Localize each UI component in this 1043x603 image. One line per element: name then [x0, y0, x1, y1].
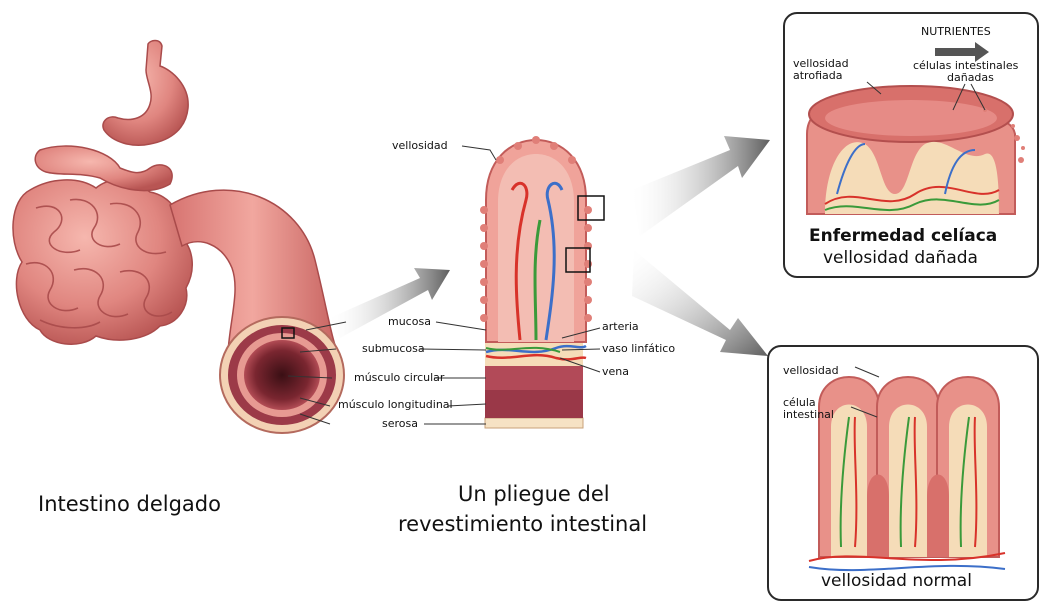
fold-caption-line2: revestimiento intestinal [398, 512, 647, 536]
normal-villus-caption: vellosidad normal [821, 571, 972, 591]
atrophied-villus-label-line2: atrofiada [793, 70, 842, 82]
villus-label: vellosidad [392, 140, 448, 152]
normal-villi-illustration [769, 347, 1037, 599]
intestine-cross-section [220, 317, 344, 433]
nutrients-label: NUTRIENTES [921, 26, 991, 38]
celiac-title: Enfermedad celíaca [809, 226, 997, 246]
arrow-to-normal [632, 250, 768, 356]
normal-villus-label: vellosidad [783, 365, 839, 377]
submucosa-label: submucosa [362, 343, 425, 355]
longitudinal-muscle-label: músculo longitudinal [338, 399, 453, 411]
intestinal-fold [480, 136, 604, 428]
lymph-vessel-label: vaso linfático [602, 343, 675, 355]
celiac-panel: NUTRIENTES vellosidad atrofiada células … [783, 12, 1039, 278]
celiac-subtitle: vellosidad dañada [823, 248, 978, 268]
damaged-cells-label-line2: dañadas [947, 72, 994, 84]
mucosa-label: mucosa [388, 316, 431, 328]
serosa-label: serosa [382, 418, 418, 430]
fold-caption-line1: Un pliegue del [458, 482, 610, 506]
arrow-to-celiac [632, 136, 770, 236]
vein-label: vena [602, 366, 629, 378]
stomach [103, 41, 188, 146]
normal-panel: vellosidad célula intestinal vellosidad … [767, 345, 1039, 601]
artery-label: arteria [602, 321, 639, 333]
intestine-caption: Intestino delgado [38, 492, 221, 516]
intestinal-cell-label-line2: intestinal [783, 409, 834, 421]
circular-muscle-label: músculo circular [354, 372, 444, 384]
